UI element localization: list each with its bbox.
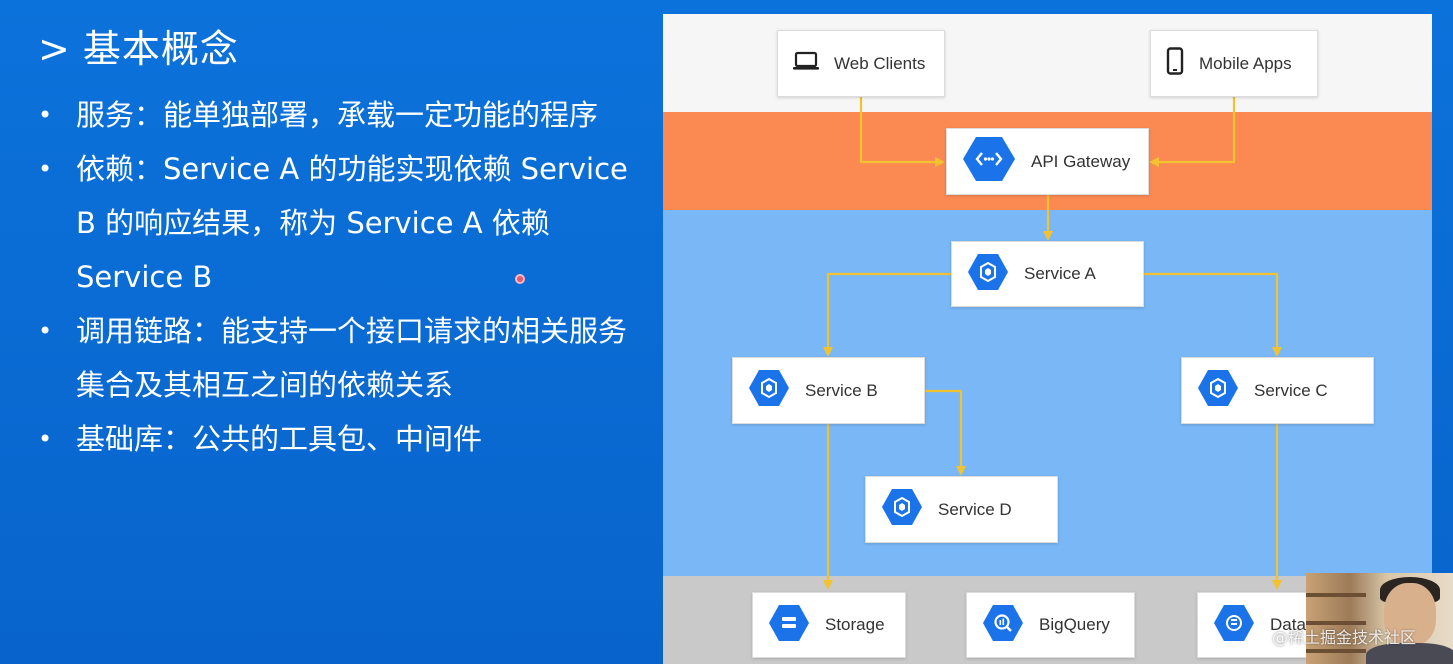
slide-title: >基本概念 (38, 18, 239, 73)
api-gateway-node[interactable]: API Gateway (946, 128, 1149, 195)
edge-web-clients-to-api-gateway (859, 97, 945, 167)
web-clients-node[interactable]: Web Clients (777, 30, 945, 97)
compute-engine-icon (749, 370, 789, 411)
connector-lines (823, 97, 1282, 590)
storage-node[interactable]: Storage (752, 592, 906, 658)
edge-service-a-to-service-c (1144, 272, 1282, 357)
service-a-label: Service A (1024, 264, 1096, 283)
service-d-node[interactable]: Service D (865, 476, 1058, 543)
bullet-text: 调用链路：能支持一个接口请求的相关服务集合及其相互之间的依赖关系 (76, 314, 628, 402)
compute-engine-icon (882, 489, 922, 530)
edge-mobile-apps-to-api-gateway (1149, 97, 1236, 167)
mobile-apps-node[interactable]: Mobile Apps (1150, 30, 1318, 97)
service-d-label: Service D (938, 499, 1012, 519)
bullet-dot: • (38, 317, 53, 345)
edge-service-a-to-service-b (823, 272, 951, 357)
phone-icon (1165, 47, 1185, 80)
web-clients-label: Web Clients (834, 53, 926, 73)
storage-label: Storage (825, 615, 885, 634)
title-caret: > (38, 27, 71, 71)
bullet-dot: • (38, 101, 53, 129)
api-gateway-label: API Gateway (1031, 151, 1131, 171)
bullet-item: • 服务：能单独部署，承载一定功能的程序 (36, 88, 646, 142)
bullet-dot: • (38, 155, 53, 183)
compute-engine-icon (968, 253, 1008, 295)
bullet-list: • 服务：能单独部署，承载一定功能的程序 • 依赖：Service A 的功能实现依… (36, 88, 646, 466)
webcam-overlay (1306, 573, 1453, 664)
bullet-item: • 基础库：公共的工具包、中间件 (36, 412, 646, 466)
watermark-text: @稀土掘金技术社区 (1272, 628, 1417, 647)
storage-icon (769, 604, 809, 646)
laptop-icon (792, 50, 820, 77)
bullet-text: 依赖：Service A 的功能实现依赖 Service B 的响应结果，称为 … (76, 152, 628, 294)
datastore-icon (1214, 604, 1254, 646)
bullet-dot: • (38, 425, 53, 453)
bullet-text: 基础库：公共的工具包、中间件 (76, 422, 483, 456)
edge-service-b-to-service-d (925, 389, 966, 476)
laser-pointer-dot (515, 274, 525, 284)
bullet-text: 服务：能单独部署，承载一定功能的程序 (76, 98, 599, 132)
compute-engine-icon (1198, 370, 1238, 411)
bullet-item: • 调用链路：能支持一个接口请求的相关服务集合及其相互之间的依赖关系 (36, 304, 646, 412)
service-c-label: Service C (1254, 380, 1328, 400)
service-a-node[interactable]: Service A (951, 241, 1144, 307)
service-b-node[interactable]: Service B (732, 357, 925, 424)
service-b-label: Service B (805, 380, 878, 400)
api-gateway-icon (963, 136, 1015, 187)
datastore-label: Data (1270, 615, 1306, 634)
bigquery-node[interactable]: BigQuery (966, 592, 1135, 658)
bigquery-icon (983, 604, 1023, 646)
mobile-apps-label: Mobile Apps (1199, 53, 1292, 73)
title-text: 基本概念 (82, 27, 239, 71)
bigquery-label: BigQuery (1039, 615, 1110, 634)
service-c-node[interactable]: Service C (1181, 357, 1374, 424)
architecture-diagram: Web Clients Mobile Apps API Gateway Serv… (663, 14, 1432, 664)
bullet-item: • 依赖：Service A 的功能实现依赖 Service B 的响应结果，称为… (36, 142, 646, 304)
